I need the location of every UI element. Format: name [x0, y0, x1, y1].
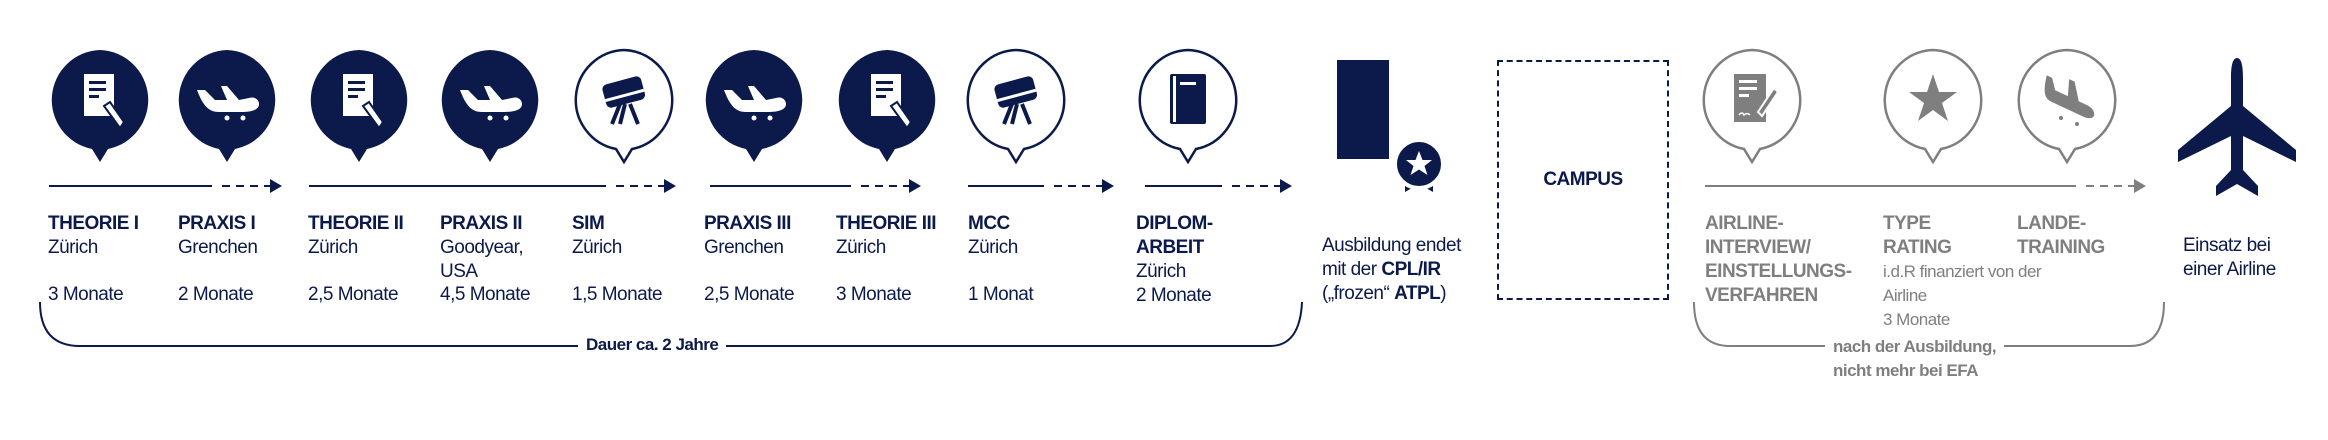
final-text: Einsatz bei einer Airline	[2183, 234, 2276, 282]
step-title: DIPLOM-ARBEIT	[1136, 213, 1213, 258]
step-duration: 2 Monate	[1136, 285, 1212, 306]
step-title: AIRLINE-INTERVIEW/ EINSTELLUNGS-VERFAHRE…	[1705, 213, 1852, 306]
step-duration: 1,5 Monate	[572, 284, 663, 305]
book-icon	[1138, 48, 1238, 165]
text: („frozen“	[1322, 283, 1395, 304]
star-bubble-icon	[1881, 48, 1985, 166]
step-diplom-arbeit: DIPLOM-ARBEIT Zürich 2 Monate	[1136, 212, 1246, 308]
step-duration: 3 Monate	[836, 284, 912, 305]
certificate-icon	[1337, 60, 1445, 192]
step-praxis-ii: PRAXIS II Goodyear, USA 4,5 Monate	[440, 212, 570, 305]
license-atpl: ATPL	[1394, 283, 1441, 304]
step-location: Zürich	[308, 237, 358, 258]
star-icon	[1883, 48, 1983, 165]
step-title: PRAXIS II	[440, 213, 523, 234]
simulator-icon	[966, 48, 1066, 165]
step-title: TYPE RATING	[1883, 213, 1952, 258]
landing-airplane-bubble-icon	[2015, 48, 2119, 166]
step-title: SIM	[572, 213, 605, 234]
certificate-line-1: Ausbildung endet	[1322, 235, 1461, 256]
step-duration: 2 Monate	[178, 284, 254, 305]
step-location: Zürich	[1136, 261, 1186, 282]
book-bubble-icon	[1136, 48, 1240, 166]
timeline-arrow-2	[309, 179, 676, 193]
final-line-2: einer Airline	[2183, 259, 2276, 280]
step-title: MCC	[968, 213, 1010, 234]
certificate-line-2: mit der CPL/IR	[1322, 258, 1461, 282]
simulator-icon	[574, 48, 674, 165]
post-step-airline-interview: AIRLINE-INTERVIEW/ EINSTELLUNGS-VERFAHRE…	[1705, 212, 1875, 308]
contract-signing-bubble-icon	[1700, 48, 1804, 166]
certificate-line-3: („frozen“ ATPL)	[1322, 282, 1461, 306]
training-duration-label: Dauer ca. 2 Jahre	[578, 335, 727, 355]
step-duration: 3 Monate	[48, 284, 124, 305]
contract-signing-icon	[1702, 48, 1802, 165]
document-pencil-bubble-icon	[48, 48, 152, 166]
step-location: Grenchen	[178, 237, 258, 258]
step-location: Zürich	[572, 237, 622, 258]
text: )	[1440, 283, 1447, 304]
post-label-line-2: nicht mehr bei EFA	[1833, 361, 1978, 380]
step-praxis-iii: PRAXIS III Grenchen 2,5 Monate	[704, 212, 834, 305]
campus-label: CAMPUS	[1543, 169, 1623, 190]
airplane-bubble-icon	[175, 48, 279, 166]
step-note: i.d.R finanziert von der Airline	[1883, 262, 2042, 305]
post-step-landing-training: LANDE-TRAINING	[2017, 212, 2127, 260]
step-title: PRAXIS III	[704, 213, 791, 234]
airplane-icon	[178, 50, 276, 162]
step-location: Zürich	[836, 237, 886, 258]
campus-box	[1497, 60, 1669, 300]
license-cpl-ir: CPL/IR	[1381, 259, 1441, 280]
step-theorie-ii: THEORIE II Zürich 2,5 Monate	[308, 212, 438, 305]
timeline-arrow-1	[49, 179, 282, 193]
step-duration: 3 Monate	[1883, 310, 1950, 329]
document-pencil-bubble-icon	[835, 48, 939, 166]
step-praxis-i: PRAXIS I Grenchen 2 Monate	[178, 212, 308, 305]
timeline-arrow-5	[1145, 179, 1292, 193]
document-pencil-icon	[51, 50, 149, 162]
step-title: THEORIE III	[836, 213, 937, 234]
final-line-1: Einsatz bei	[2183, 235, 2271, 256]
document-pencil-icon	[310, 50, 408, 162]
timeline-arrow-3	[710, 179, 921, 193]
step-duration: 1 Monat	[968, 284, 1034, 305]
timeline-arrows	[49, 179, 2146, 193]
text: mit der	[1322, 259, 1382, 280]
document-pencil-bubble-icon	[307, 48, 411, 166]
airplane-top-view-icon	[2178, 58, 2296, 196]
post-step-type-rating: TYPE RATING i.d.R finanziert von der Air…	[1883, 212, 2083, 332]
step-title: THEORIE I	[48, 213, 139, 234]
document-pencil-icon	[838, 50, 936, 162]
step-location: Grenchen	[704, 237, 784, 258]
step-theorie-i: THEORIE I Zürich 3 Monate	[48, 212, 178, 305]
step-title: PRAXIS I	[178, 213, 256, 234]
step-location: Zürich	[48, 237, 98, 258]
timeline-arrow-6	[1705, 179, 2146, 193]
step-location: Goodyear, USA	[440, 237, 524, 282]
airplane-bubble-icon	[438, 48, 542, 166]
simulator-bubble-icon	[572, 48, 676, 166]
step-sim: SIM Zürich 1,5 Monate	[572, 212, 702, 305]
step-theorie-iii: THEORIE III Zürich 3 Monate	[836, 212, 966, 305]
simulator-bubble-icon	[964, 48, 1068, 166]
post-training-label: nach der Ausbildung, nicht mehr bei EFA	[1825, 335, 2005, 383]
step-location: Zürich	[968, 237, 1018, 258]
step-title: THEORIE II	[308, 213, 404, 234]
step-title: LANDE-TRAINING	[2017, 213, 2105, 258]
airplane-bubble-icon	[702, 48, 806, 166]
airplane-icon	[441, 50, 539, 162]
post-label-line-1: nach der Ausbildung,	[1833, 337, 1997, 356]
step-duration: 2,5 Monate	[308, 284, 399, 305]
step-mcc: MCC Zürich 1 Monat	[968, 212, 1098, 305]
certificate-text: Ausbildung endet mit der CPL/IR („frozen…	[1322, 234, 1461, 306]
airplane-icon	[705, 50, 803, 162]
landing-airplane-icon	[2017, 48, 2117, 165]
timeline-arrow-4	[968, 179, 1114, 193]
step-duration: 4,5 Monate	[440, 284, 531, 305]
step-duration: 2,5 Monate	[704, 284, 795, 305]
